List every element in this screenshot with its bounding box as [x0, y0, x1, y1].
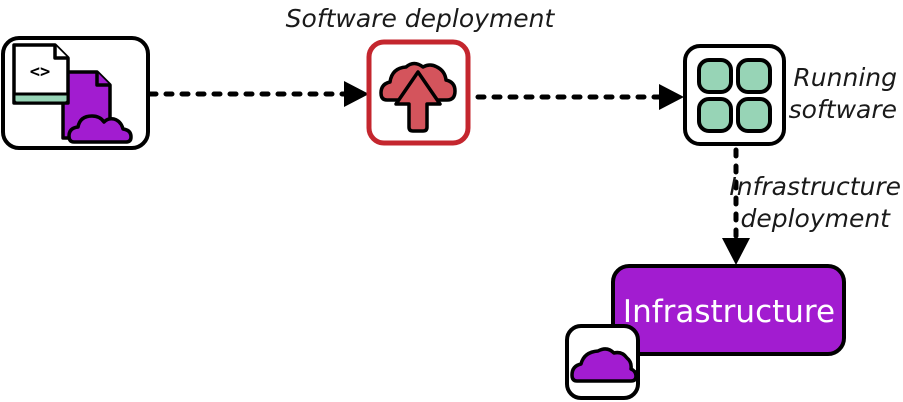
infrastructure-node[interactable]: Infrastructure: [611, 264, 846, 356]
infrastructure-deployment-label-line2: deployment: [740, 204, 891, 233]
edge-running-to-infrastructure: [722, 147, 750, 265]
software-deployment-node[interactable]: [366, 39, 471, 146]
infrastructure-label: Infrastructure: [623, 294, 835, 330]
software-deployment-label: Software deployment: [286, 4, 556, 33]
cloud-icon: [570, 347, 638, 383]
running-software-label: Running: [793, 63, 897, 92]
edge-source-to-deploy: [147, 81, 369, 107]
infrastructure-cloud-badge: [565, 324, 640, 400]
arrowhead-icon: [659, 84, 684, 110]
code-and-cloud-files-icon: <>: [12, 43, 133, 144]
running-software-node[interactable]: [683, 44, 786, 146]
cloud-upload-icon: [379, 61, 457, 133]
arrowhead-icon: [722, 238, 750, 265]
edge-deploy-to-running: [475, 84, 684, 110]
running-software-label-line2: software: [789, 95, 897, 124]
app-grid-icon: [697, 58, 772, 133]
infrastructure-deployment-label: Infrastructure: [729, 172, 901, 201]
arrowhead-icon: [344, 81, 369, 107]
source-code-node[interactable]: <>: [1, 36, 150, 150]
code-brackets-icon: <>: [30, 62, 50, 82]
